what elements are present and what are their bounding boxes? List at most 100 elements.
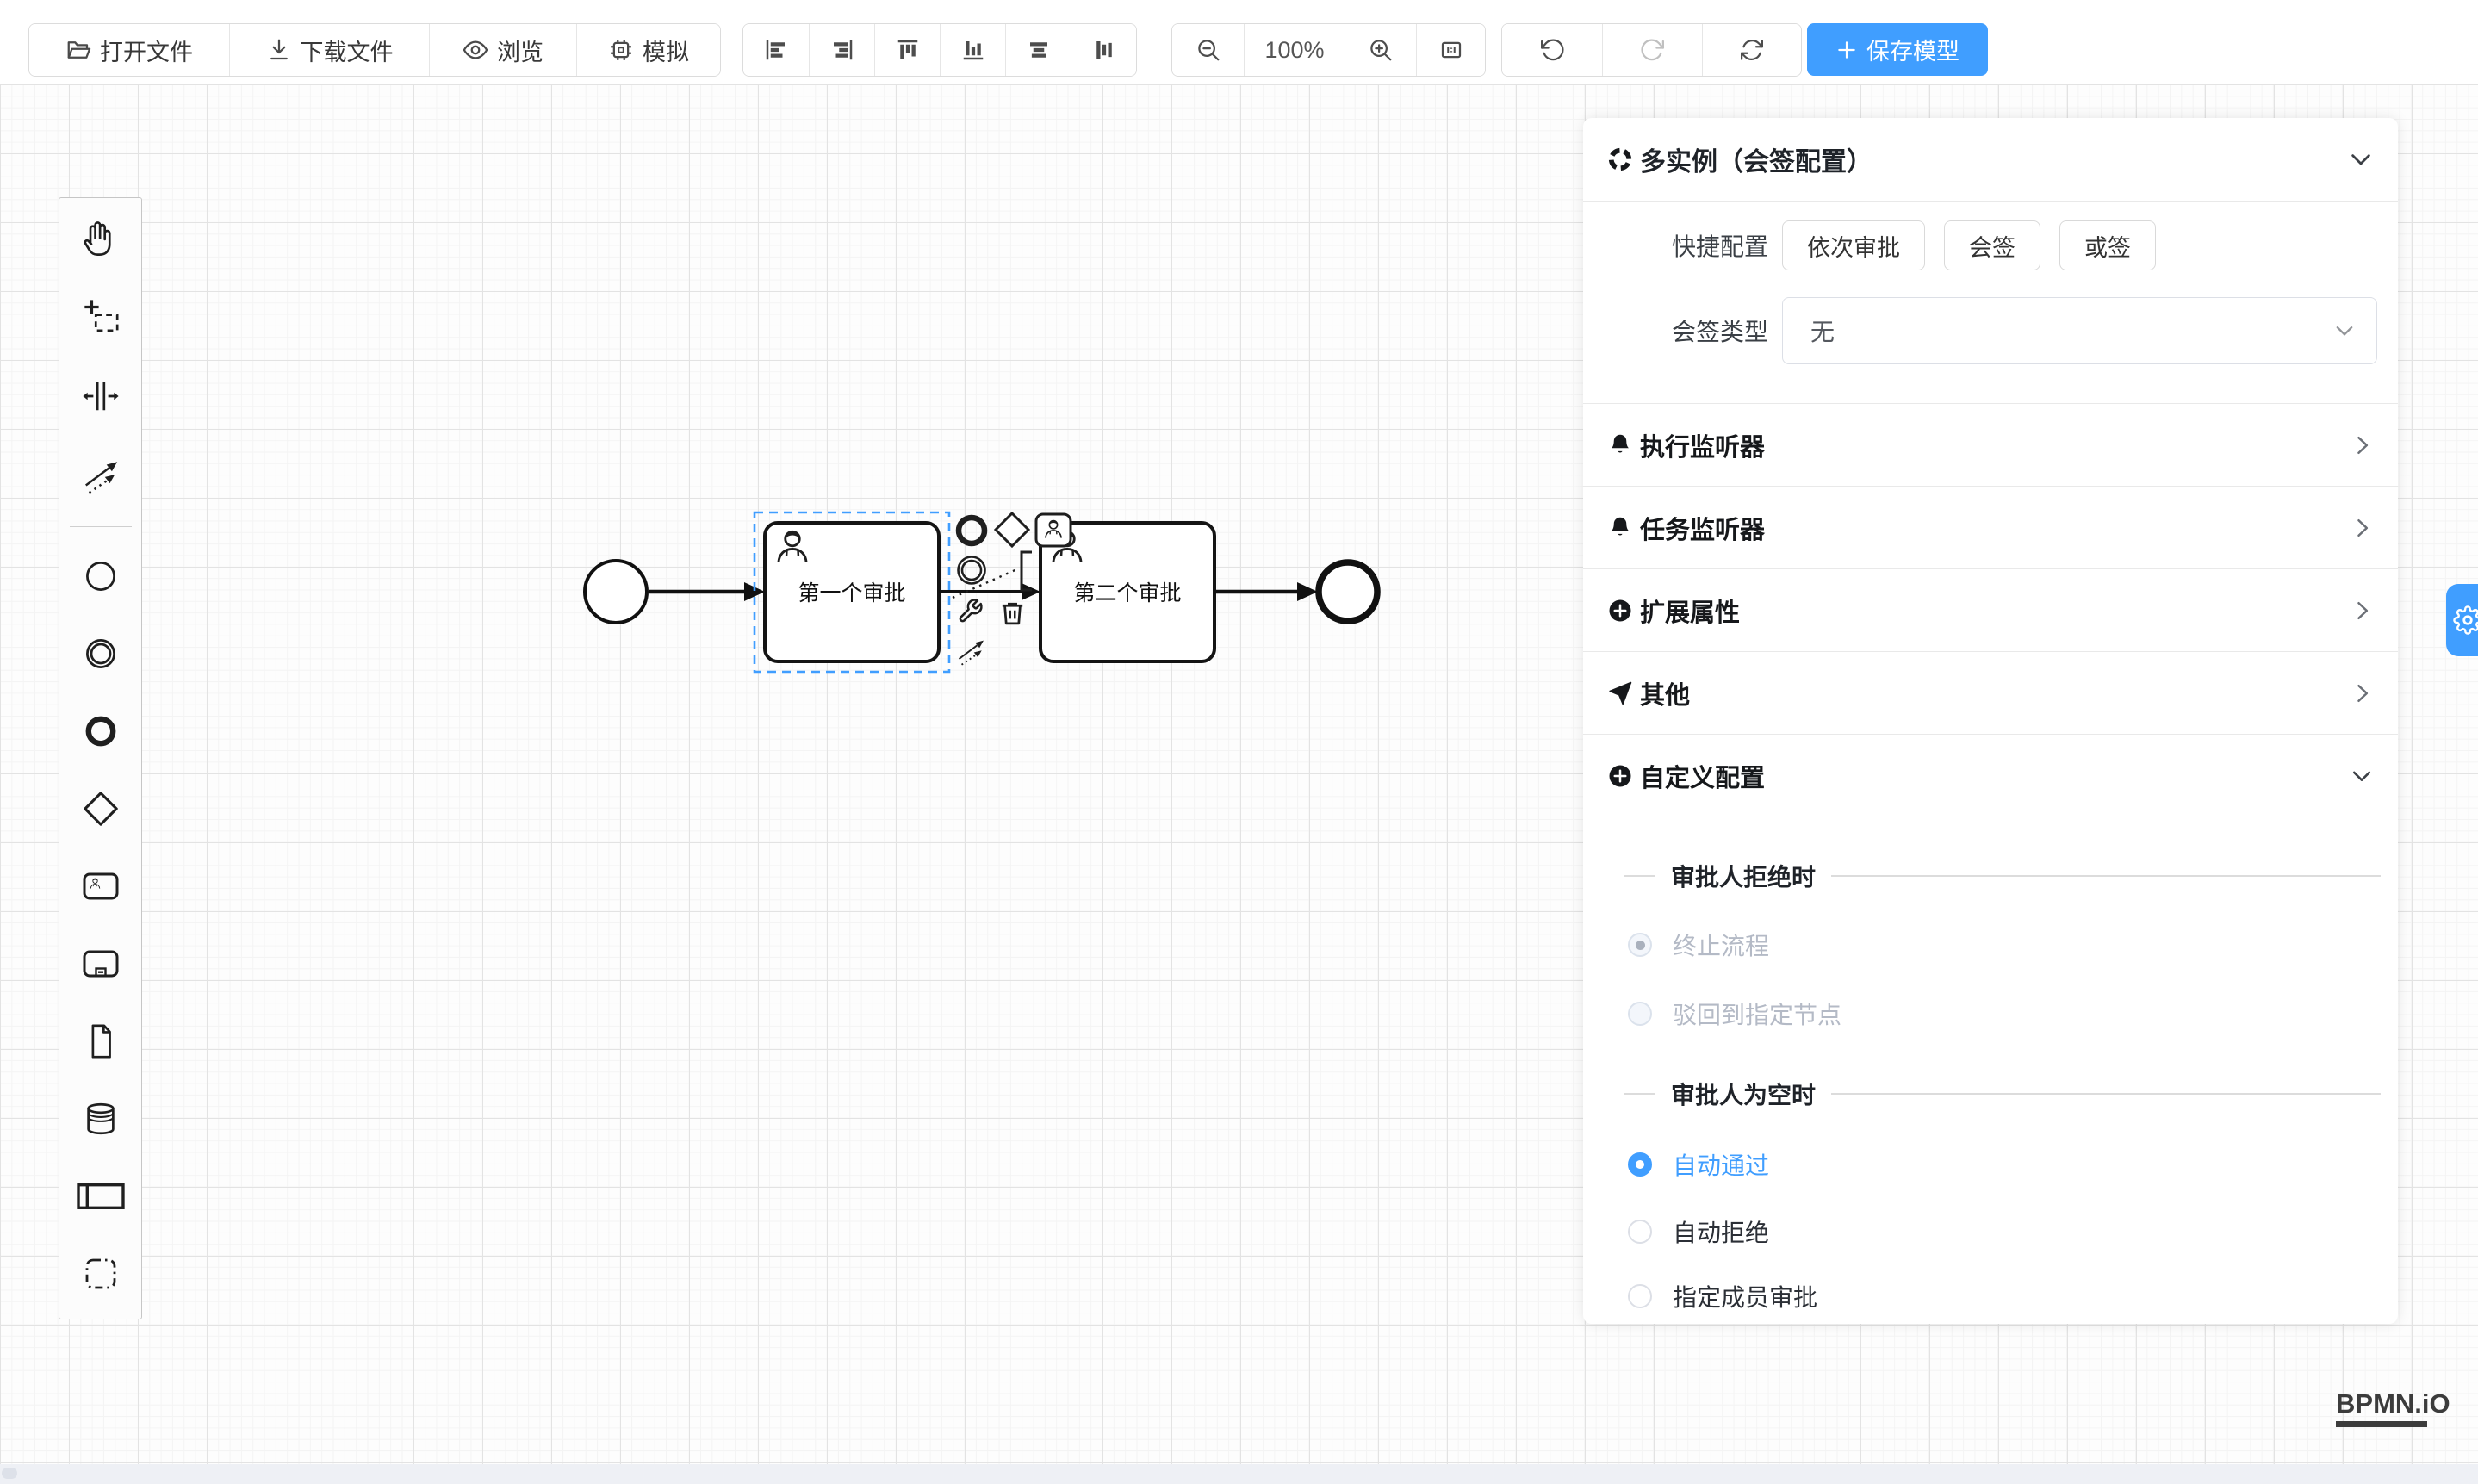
sequential-approval-button[interactable]: 依次审批 <box>1782 220 1925 270</box>
quick-config-label: 快捷配置 <box>1671 233 1768 260</box>
start-event-shape[interactable] <box>583 559 649 624</box>
section-other[interactable]: 其他 <box>1583 651 2398 734</box>
user-task-icon <box>80 866 121 907</box>
bpmn-diagram: 第一个审批 第二个审批 <box>583 511 1381 674</box>
radio-icon <box>1628 1284 1652 1308</box>
zoom-out-icon <box>1196 37 1221 63</box>
scrollbar-thumb[interactable] <box>2 1468 17 1479</box>
fit-viewport-button[interactable] <box>1416 24 1485 76</box>
create-end-event[interactable] <box>59 692 141 770</box>
task1-label: 第一个审批 <box>798 581 905 605</box>
align-middle-vertical-button[interactable] <box>1071 24 1136 76</box>
space-tool-icon <box>81 376 121 416</box>
append-end-event[interactable] <box>955 514 988 547</box>
horizontal-scrollbar[interactable] <box>0 1464 2478 1484</box>
create-pool[interactable] <box>59 1158 141 1235</box>
task-first-approval[interactable]: 第一个审批 <box>763 521 941 663</box>
data-object-icon <box>81 1021 121 1061</box>
end-event-icon <box>82 712 120 750</box>
hand-tool[interactable] <box>59 198 141 277</box>
panel-header[interactable]: 多实例（会签配置） <box>1583 118 2398 201</box>
sequence-flow-2[interactable] <box>939 583 1040 600</box>
create-data-object[interactable] <box>59 1003 141 1080</box>
section-custom-config[interactable]: 自定义配置 <box>1583 734 2398 817</box>
countersign-button[interactable]: 会签 <box>1944 220 2040 270</box>
undo-icon <box>1539 37 1565 63</box>
section-task-listener[interactable]: 任务监听器 <box>1583 486 2398 568</box>
align-button-group <box>742 23 1137 77</box>
create-data-store[interactable] <box>59 1080 141 1158</box>
refresh-icon <box>1739 37 1765 63</box>
sign-type-select[interactable]: 无 <box>1782 297 2377 364</box>
or-sign-button[interactable]: 或签 <box>2059 220 2156 270</box>
create-group[interactable] <box>59 1235 141 1313</box>
group-icon <box>80 1253 121 1295</box>
chevron-right-icon <box>2350 599 2374 623</box>
lasso-icon <box>81 297 121 337</box>
history-button-group <box>1501 23 1802 77</box>
chevron-right-icon <box>2350 516 2374 540</box>
append-user-task[interactable] <box>1034 512 1072 548</box>
sign-type-value: 无 <box>1810 319 1835 345</box>
create-user-task[interactable] <box>59 848 141 925</box>
intermediate-event-icon <box>82 635 120 673</box>
append-intermediate-event[interactable] <box>957 556 986 585</box>
gateway-icon <box>81 789 121 829</box>
task-second-approval[interactable]: 第二个审批 <box>1039 521 1216 663</box>
redo-button[interactable] <box>1602 24 1702 76</box>
plus-circle-icon <box>1607 763 1633 789</box>
space-tool[interactable] <box>59 357 141 436</box>
zoom-out-button[interactable] <box>1172 24 1244 76</box>
align-right-button[interactable] <box>809 24 874 76</box>
create-start-event[interactable] <box>59 537 141 615</box>
plus-circle-icon <box>1607 598 1633 624</box>
radio-icon <box>1628 1220 1652 1244</box>
lasso-tool[interactable] <box>59 277 141 357</box>
align-center-horizontal-button[interactable] <box>1005 24 1071 76</box>
start-event-icon <box>82 557 120 595</box>
create-subprocess[interactable] <box>59 925 141 1003</box>
radio-return-to-node[interactable]: 驳回到指定节点 <box>1628 995 1841 1033</box>
radio-terminate-process[interactable]: 终止流程 <box>1628 926 1769 964</box>
section-extended-properties[interactable]: 扩展属性 <box>1583 568 2398 651</box>
chevron-down-icon[interactable] <box>2348 146 2374 172</box>
delete-element[interactable] <box>1001 602 1024 625</box>
align-top-button[interactable] <box>874 24 940 76</box>
sequence-flow-3[interactable] <box>1214 582 1318 601</box>
save-model-label: 保存模型 <box>1866 39 1959 65</box>
save-model-button[interactable]: 保存模型 <box>1807 23 1988 76</box>
preview-button[interactable]: 浏览 <box>429 24 576 76</box>
radio-auto-reject[interactable]: 自动拒绝 <box>1628 1213 1769 1251</box>
zoom-in-button[interactable] <box>1345 24 1416 76</box>
zoom-button-group: 100% <box>1171 23 1486 77</box>
zoom-in-icon <box>1368 37 1394 63</box>
refresh-button[interactable] <box>1702 24 1801 76</box>
pool-icon <box>76 1171 126 1221</box>
chip-icon <box>608 37 634 63</box>
download-file-button[interactable]: 下载文件 <box>229 24 429 76</box>
subprocess-icon <box>80 943 121 984</box>
append-text-annotation[interactable] <box>1020 550 1032 592</box>
open-file-button[interactable]: 打开文件 <box>29 24 229 76</box>
section-execution-listener[interactable]: 执行监听器 <box>1583 403 2398 486</box>
radio-assign-member[interactable]: 指定成员审批 <box>1628 1277 1817 1315</box>
zoom-level-button[interactable]: 100% <box>1244 24 1345 76</box>
end-event-shape[interactable] <box>1315 559 1381 624</box>
settings-tab[interactable] <box>2446 584 2478 656</box>
create-gateway[interactable] <box>59 770 141 848</box>
align-left-button[interactable] <box>743 24 809 76</box>
connect-tool[interactable] <box>958 639 984 666</box>
connection-tool[interactable] <box>59 436 141 515</box>
radio-auto-pass[interactable]: 自动通过 <box>1628 1146 1769 1183</box>
bpmn-io-logo[interactable]: BPMN.iO <box>2336 1388 2450 1427</box>
simulate-button[interactable]: 模拟 <box>576 24 720 76</box>
align-bottom-button[interactable] <box>940 24 1005 76</box>
association-preview <box>952 567 1020 599</box>
sequence-flow-1[interactable] <box>649 582 765 601</box>
append-gateway[interactable] <box>993 511 1031 549</box>
send-icon <box>1607 680 1633 706</box>
create-intermediate-event[interactable] <box>59 615 141 692</box>
undo-button[interactable] <box>1502 24 1602 76</box>
change-type-wrench[interactable] <box>959 599 983 623</box>
